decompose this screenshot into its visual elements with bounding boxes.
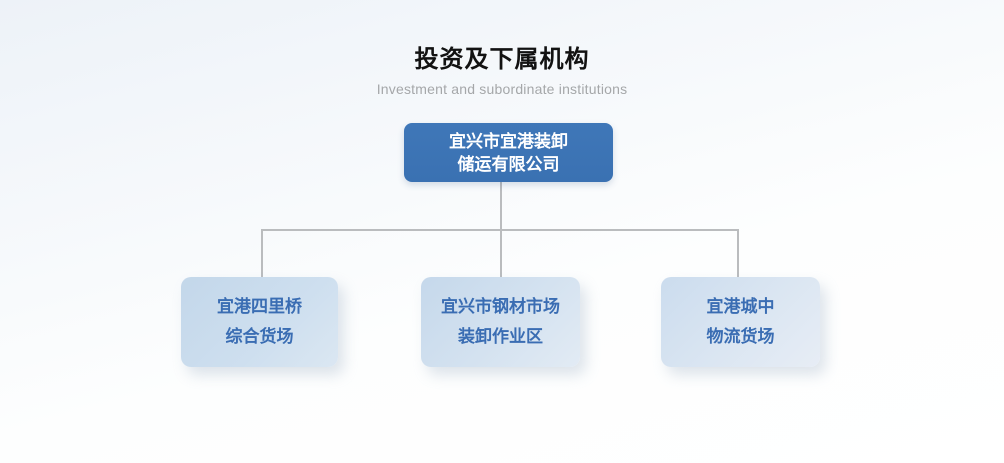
org-node-child-2-label-line2: 装卸作业区 [458, 327, 543, 346]
org-node-child-3-label-line1: 宜港城中 [706, 297, 775, 316]
page-header: 投资及下属机构 Investment and subordinate insti… [0, 46, 1004, 97]
page-subtitle: Investment and subordinate institutions [376, 81, 628, 97]
org-node-child-2-label-line1: 宜兴市钢材市场 [441, 297, 560, 316]
org-node-root-label-line1: 宜兴市宜港装卸 [449, 131, 568, 151]
connector-middle-vertical [500, 229, 502, 278]
org-node-child-1-label-line2: 综合货场 [225, 327, 294, 346]
org-node-child-3: 宜港城中 物流货场 [661, 277, 820, 367]
org-node-child-1-label-line1: 宜港四里桥 [217, 297, 302, 316]
org-node-root-label-line2: 储运有限公司 [457, 154, 560, 174]
connector-left-vertical [261, 229, 263, 278]
org-node-child-2: 宜兴市钢材市场 装卸作业区 [421, 277, 580, 367]
connector-right-vertical [737, 229, 739, 278]
org-node-child-3-label-line2: 物流货场 [706, 327, 775, 346]
connector-root-vertical [500, 182, 502, 230]
page-title: 投资及下属机构 [414, 46, 590, 73]
org-node-root: 宜兴市宜港装卸 储运有限公司 [404, 123, 613, 182]
org-node-child-1: 宜港四里桥 综合货场 [181, 277, 338, 367]
